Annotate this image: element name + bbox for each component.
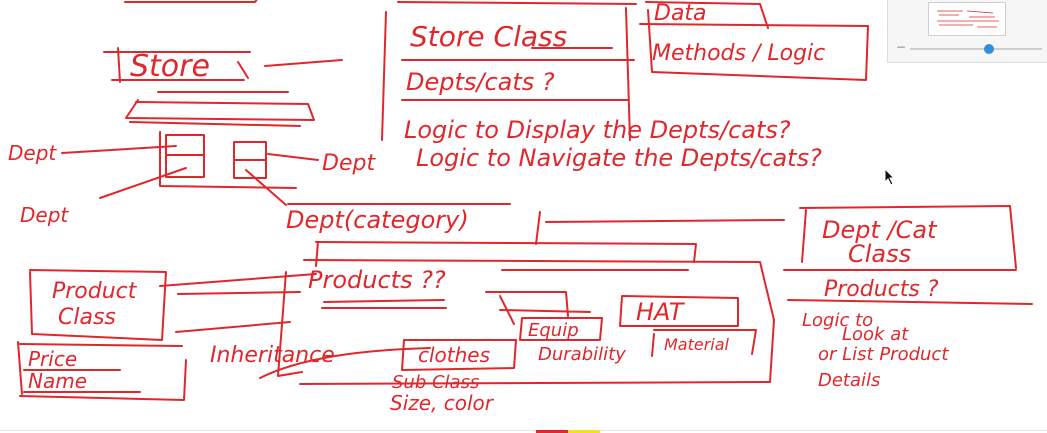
store-box (103, 47, 251, 83)
store-to-class-line (264, 59, 343, 67)
dept-category-lines (287, 203, 785, 245)
yellow-ink-marker[interactable] (568, 430, 600, 433)
product-class-lines (159, 273, 317, 333)
name-label: Name (28, 369, 87, 393)
products-outer-box (277, 259, 775, 385)
dept-cat-class-box (783, 205, 1033, 305)
clothes-label: clothes (418, 343, 490, 367)
dept-mid-lines (245, 153, 319, 206)
store-slash (237, 61, 249, 79)
product-class-box (29, 269, 167, 341)
equip-label: Equip (528, 320, 579, 341)
sub-class-label: Sub Class (392, 372, 479, 393)
dept-cat-class-line1: Dept /Cat (822, 216, 938, 244)
bottom-divider (0, 430, 1047, 431)
equip-box (519, 317, 603, 341)
dept-label-mid: Dept (322, 151, 376, 176)
zoom-out-icon[interactable]: − (896, 40, 907, 54)
hat-box (619, 295, 739, 327)
dept-label-left-bottom: Dept (20, 203, 69, 227)
store-class-depts: Depts/cats ? (406, 68, 555, 96)
methods-logic-label: Methods / Logic (652, 41, 825, 66)
logic-look-line2: Look at (842, 324, 909, 345)
red-ink-marker[interactable] (536, 430, 568, 433)
price-label: Price (28, 347, 77, 371)
material-box (651, 329, 757, 357)
stroke-top-left (124, 0, 258, 3)
logic-look-line1: Logic to (802, 310, 873, 331)
durability-label: Durability (538, 344, 626, 365)
data-label: Data (654, 1, 707, 26)
dept-label-left-top: Dept (8, 141, 57, 165)
products-underlines (321, 269, 689, 309)
material-label: Material (664, 335, 730, 354)
price-name-box (17, 341, 187, 401)
product-class-line2: Class (58, 305, 116, 330)
size-color-label: Size, color (390, 391, 495, 415)
clothes-box (401, 339, 517, 371)
page-thumbnail[interactable] (928, 2, 1006, 36)
dept-cat-class-line2: Class (848, 240, 911, 268)
dept-left-top-line (61, 145, 177, 154)
products-center-label: Products ?? (308, 266, 446, 294)
store-walls (159, 131, 297, 189)
hat-label: HAT (636, 298, 686, 326)
mouse-cursor-icon (884, 168, 896, 186)
inheritance-label: Inheritance (210, 343, 335, 368)
product-class-line1: Product (52, 279, 138, 304)
zoom-slider-track[interactable] (910, 48, 1042, 50)
store-class-box (381, 1, 637, 141)
store-label: Store (130, 49, 210, 84)
dept-cat-products: Products ? (824, 277, 939, 302)
inheritance-curve (259, 347, 431, 379)
products-inner-lines (485, 291, 591, 317)
thumbnail-sketch (937, 10, 999, 28)
logic-navigate-text: Logic to Navigate the Depts/cats? (416, 144, 822, 172)
logic-display-text: Logic to Display the Depts/cats? (404, 116, 791, 144)
page-preview-panel: − (887, 0, 1047, 63)
dept-left-bottom-line (99, 167, 187, 199)
equip-arrow (499, 295, 515, 325)
logic-look-line4: Details (818, 370, 880, 391)
products-top-bracket (315, 241, 697, 267)
zoom-slider-handle[interactable] (984, 44, 995, 54)
data-methods-box (639, 1, 869, 81)
logic-look-line3: or List Product (818, 344, 949, 365)
dept-category-label: Dept(category) (286, 206, 469, 234)
store-roof (125, 91, 315, 127)
